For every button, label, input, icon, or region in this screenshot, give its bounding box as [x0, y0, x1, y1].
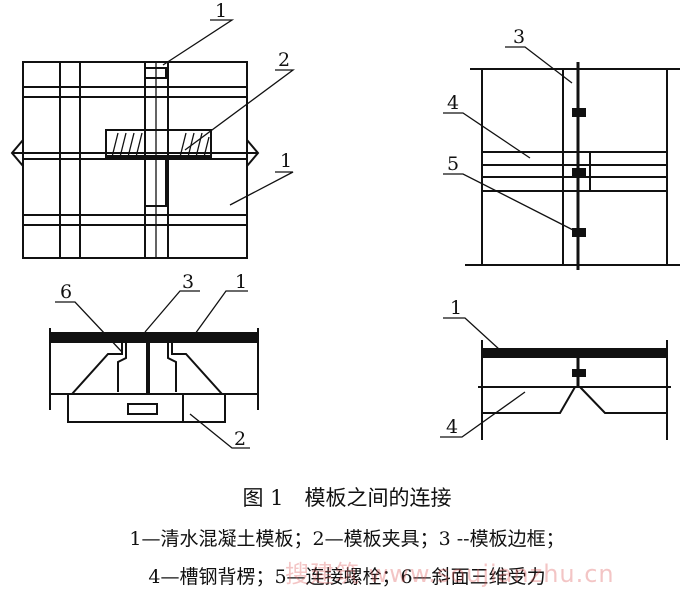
callout-3: 3 [513, 26, 525, 48]
callout-2: 2 [234, 428, 246, 450]
callout-3: 3 [182, 271, 194, 293]
clamp [105, 129, 212, 159]
callout-4: 4 [447, 92, 459, 114]
elevation-view-bolts: 3 4 5 [443, 26, 680, 270]
callout-6: 6 [60, 281, 72, 303]
elevation-view-clamp: 1 2 1 [10, 0, 295, 259]
section-view-channel: 1 4 [440, 297, 671, 440]
section-view-clamp: 6 3 1 2 [49, 271, 259, 450]
callout-1: 1 [215, 0, 227, 22]
watermark: 搜建筑 www.soujianzhu.cn [285, 560, 615, 588]
legend-line-1: 1—清水混凝土模板；2—模板夹具；3 --模板边框； [129, 528, 565, 550]
legend-line-2: 4—槽钢背楞；5—连接螺栓；6—斜面三维受力 [148, 566, 546, 588]
callout-5: 5 [447, 153, 459, 175]
formwork-connection-diagram: 1 2 1 6 3 1 2 [10, 0, 680, 450]
callout-1b: 1 [280, 150, 292, 172]
callout-1: 1 [450, 297, 462, 319]
callout-4: 4 [446, 416, 458, 438]
callout-2: 2 [278, 49, 290, 71]
callout-1: 1 [235, 271, 247, 293]
figure-title: 图 1 模板之间的连接 [242, 486, 452, 510]
